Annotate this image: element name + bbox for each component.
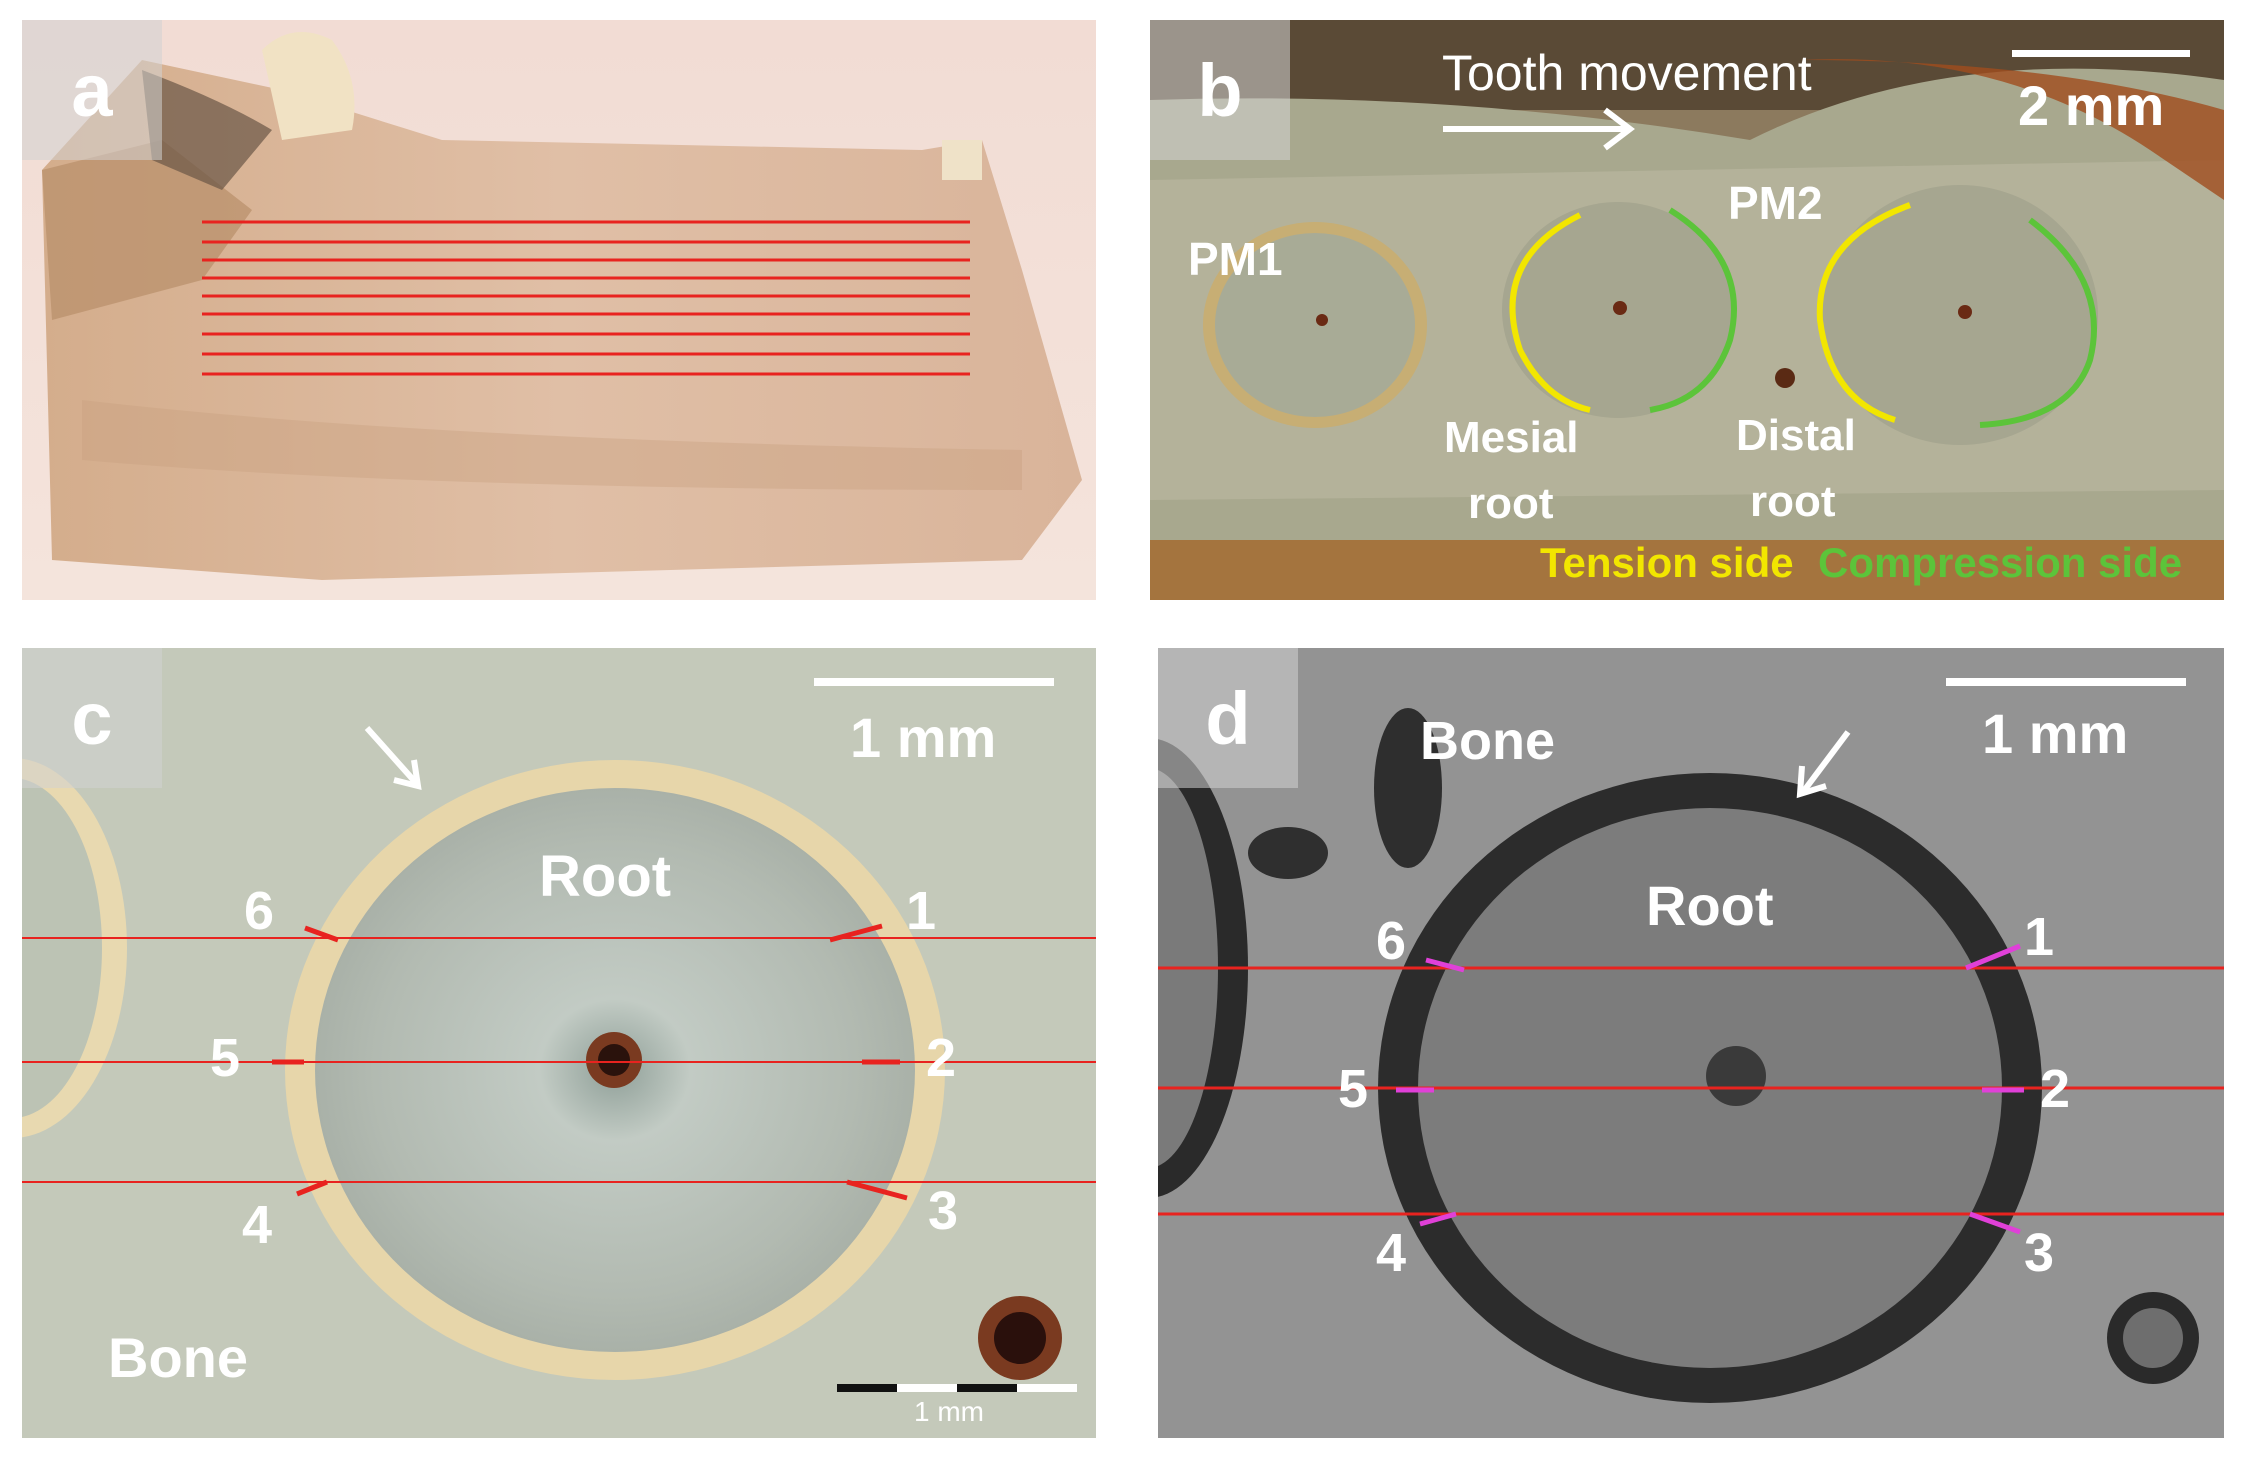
panel-a-specimen-photo: a: [22, 20, 1096, 600]
distal-root-label-1: Distal: [1736, 411, 1856, 460]
panel-a-label: a: [22, 20, 162, 160]
specimen-photo: [22, 20, 1096, 600]
microct-image: [1158, 648, 2224, 1438]
root-label: Root: [1646, 874, 1774, 937]
site-1-label: 1: [2024, 907, 2055, 967]
root-label: Root: [539, 844, 672, 909]
distal-root-label-2: root: [1750, 477, 1836, 526]
bone-label: Bone: [108, 1326, 248, 1389]
scale-bar: [2012, 50, 2190, 57]
site-6-label: 6: [1376, 911, 1407, 971]
site-6-label: 6: [244, 881, 275, 941]
site-2-label: 2: [2040, 1059, 2071, 1119]
panel-b-section-photo: b Tooth movement 2 mm PM1 PM2 Mesial roo…: [1150, 20, 2224, 600]
scale-bar: [1946, 678, 2186, 686]
site-5-label: 5: [1338, 1059, 1369, 1119]
tension-side-legend: Tension side: [1540, 539, 1794, 586]
tooth-movement-label: Tooth movement: [1442, 45, 1812, 101]
scale-label: 1 mm: [850, 706, 997, 769]
site-2-label: 2: [926, 1028, 957, 1088]
site-3-label: 3: [928, 1181, 959, 1241]
pm2-label: PM2: [1728, 177, 1823, 229]
site-1-label: 1: [906, 881, 937, 941]
site-4-label: 4: [242, 1195, 273, 1255]
site-4-label: 4: [1376, 1223, 1407, 1283]
scale-bar: [814, 678, 1054, 686]
panel-c-label: c: [22, 648, 162, 788]
ruler-label: 1 mm: [914, 1396, 984, 1427]
bone-label: Bone: [1420, 711, 1555, 771]
compression-side-legend: Compression side: [1818, 539, 2183, 586]
site-3-label: 3: [2024, 1223, 2055, 1283]
panel-d-microct-slice: d 1 mm Bone Root 1 2 3 4 5 6: [1158, 648, 2224, 1438]
panel-c-root-section: c 1 mm Root Bone 1 mm 1 2 3 4 5 6: [22, 648, 1096, 1438]
panel-b-label: b: [1150, 20, 1290, 160]
scale-label: 1 mm: [1982, 702, 2129, 765]
pm1-label: PM1: [1188, 233, 1283, 285]
site-5-label: 5: [210, 1028, 241, 1088]
panel-d-label: d: [1158, 648, 1298, 788]
scale-label: 2 mm: [2018, 74, 2165, 137]
mesial-root-label-1: Mesial: [1444, 413, 1579, 462]
mesial-root-label-2: root: [1468, 479, 1554, 528]
root-section-photo: [22, 648, 1096, 1438]
